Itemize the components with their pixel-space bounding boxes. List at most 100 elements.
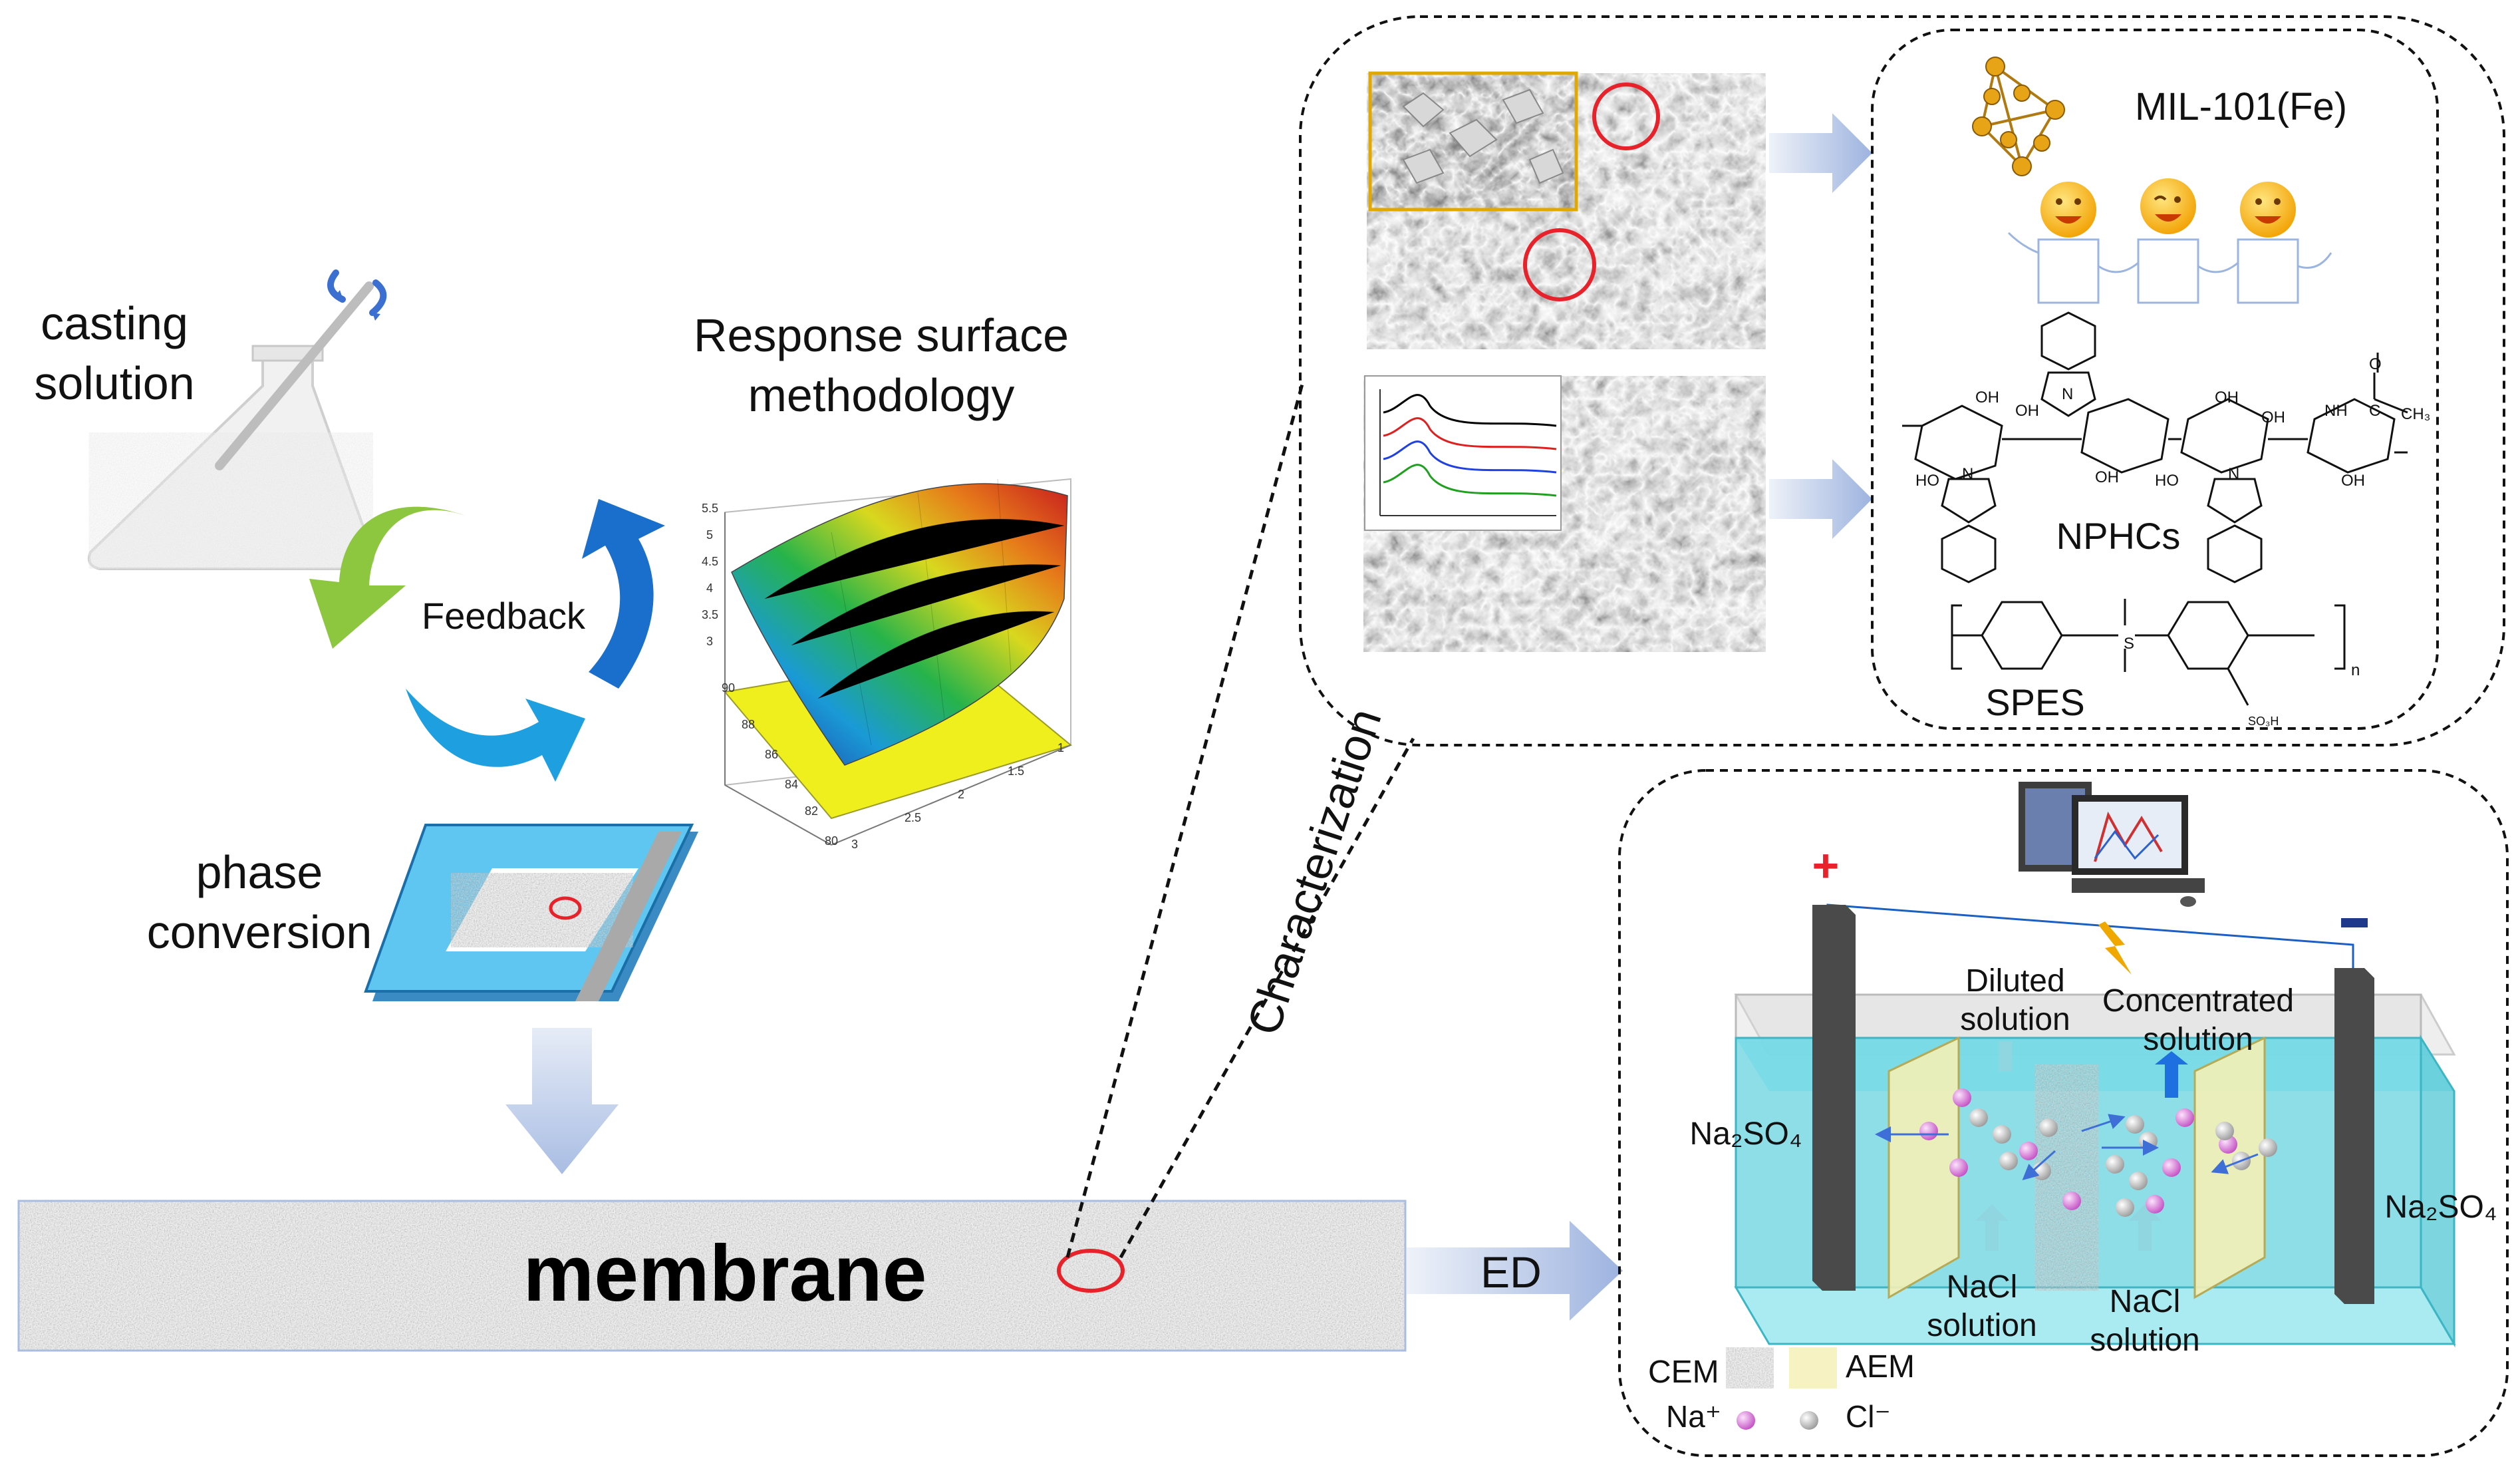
legend: CEM AEM Na⁺ Cl⁻ [1648, 1347, 1915, 1434]
chem-nh: NH [2324, 402, 2348, 420]
ions [1875, 1088, 2277, 1217]
concentrated-label-1: Concentrated [2102, 983, 2294, 1019]
y-tick: 80 [825, 834, 838, 848]
casting-label-1: casting [41, 297, 188, 349]
mil-101-structure [1972, 57, 2065, 176]
y-tick: 88 [742, 718, 755, 731]
chem-ho: HO [2155, 472, 2179, 490]
smiley-icon [2040, 182, 2096, 238]
y-tick: 90 [722, 681, 735, 695]
nphcs-label: NPHCs [2056, 515, 2181, 557]
rsm-label-2: methodology [748, 369, 1015, 421]
aem-membrane-left [1888, 1036, 1960, 1299]
legend-cem-swatch [1726, 1347, 1774, 1388]
feedback-label: Feedback [422, 595, 586, 637]
y-tick: 82 [805, 804, 818, 818]
chem-oh: OH [2215, 389, 2239, 407]
computer-icon [2019, 782, 2205, 907]
chem-oh: OH [1975, 389, 1999, 407]
down-arrow [505, 1028, 619, 1174]
ed-cell-panel [1618, 769, 2509, 1457]
ed-arrow [1407, 1221, 1623, 1321]
casting-flask [87, 269, 387, 570]
characterization-label: Characterization [1237, 703, 1391, 1041]
minus-icon [2341, 918, 2368, 927]
surface-mesh [764, 478, 1065, 746]
chem-n: N [2228, 465, 2239, 483]
phase-conversion-plate [364, 824, 698, 1001]
sem-image-top [1367, 71, 1766, 349]
spes-label: SPES [1985, 681, 2084, 723]
nacl-left-label-2: solution [1927, 1308, 2036, 1343]
y-tick: 84 [785, 778, 798, 791]
legend-na-ion [1737, 1411, 1755, 1430]
rsm-ticks: 5.5 5 4.5 4 3.5 3 90 88 86 84 82 80 1 1.… [702, 502, 1064, 851]
legend-na-label: Na⁺ [1666, 1399, 1721, 1434]
x-tick: 2.5 [905, 811, 921, 824]
z-tick: 5.5 [702, 502, 718, 515]
chem-ho: HO [1915, 472, 1939, 490]
membrane-strip [17, 1200, 1407, 1352]
xrd-inset [1379, 389, 1557, 516]
legend-aem-swatch [1789, 1347, 1837, 1388]
phase-label-1: phase [196, 846, 323, 898]
chem-ch3: CH₃ [2401, 405, 2430, 423]
casting-label-2: solution [34, 357, 194, 409]
feedback-cycle [309, 499, 665, 782]
flow-arrows [1975, 1041, 2188, 1251]
na2so4-left-label: Na₂SO₄ [1690, 1116, 1802, 1152]
chem-sulfur: S [2124, 635, 2134, 653]
sem-image-bottom [1363, 375, 1766, 652]
chem-o: O [2369, 355, 2382, 373]
aem-membrane-right [2193, 1036, 2266, 1299]
diluted-label-1: Diluted [1965, 963, 2064, 999]
smiley-icon [2140, 178, 2196, 234]
arrow-to-mil [1769, 113, 1872, 193]
smiley-group [2007, 178, 2332, 304]
nphcs-structure [1902, 311, 2408, 583]
chem-oh: OH [2095, 468, 2119, 486]
arrow-to-nphcs [1769, 459, 1872, 539]
chem-n: N [1962, 465, 1973, 483]
chem-c: C [2369, 402, 2380, 420]
chem-oh: OH [2015, 402, 2039, 420]
chemistry-box [1871, 29, 2439, 730]
x-tick: 1 [1057, 741, 1064, 754]
chem-oh: OH [2341, 472, 2365, 490]
z-tick: 4.5 [702, 555, 718, 568]
chem-n: N [2062, 385, 2073, 403]
mil-label: MIL-101(Fe) [2135, 85, 2347, 128]
nacl-right-label-2: solution [2090, 1323, 2199, 1358]
x-tick: 2 [958, 788, 964, 801]
z-tick: 4 [706, 581, 713, 595]
legend-cem-label: CEM [1648, 1355, 1719, 1390]
z-tick: 5 [706, 528, 713, 542]
chem-so3h: SO₃H [2248, 715, 2279, 728]
legend-aem-label: AEM [1846, 1349, 1915, 1385]
spes-structure [1951, 599, 2346, 706]
nacl-right-label-1: NaCl [2110, 1284, 2181, 1319]
rsm-label-1: Response surface [694, 309, 1069, 361]
plus-icon: + [1812, 840, 1840, 892]
x-tick: 3 [851, 838, 858, 851]
legend-cl-ion [1800, 1411, 1818, 1430]
chem-n-subscript: n [2351, 661, 2360, 679]
response-surface-plot [724, 478, 1073, 846]
x-tick: 1.5 [1008, 764, 1024, 778]
smiley-icon [2240, 182, 2296, 238]
legend-cl-label: Cl⁻ [1846, 1399, 1891, 1434]
zoom-lines [1065, 379, 1415, 1259]
diluted-label-2: solution [1960, 1002, 2070, 1037]
membrane-label: membrane [523, 1229, 927, 1318]
na2so4-right-label: Na₂SO₄ [2385, 1190, 2497, 1225]
phase-label-2: conversion [147, 906, 372, 958]
nacl-left-label-1: NaCl [1947, 1269, 2018, 1305]
characterization-panel [1299, 15, 2505, 746]
circuit-wire [1826, 903, 2354, 968]
electrodes [1812, 905, 2374, 1304]
spark-icon [2098, 921, 2132, 975]
y-tick: 86 [765, 748, 778, 761]
z-tick: 3 [706, 635, 713, 648]
chem-oh: OH [2261, 408, 2285, 426]
